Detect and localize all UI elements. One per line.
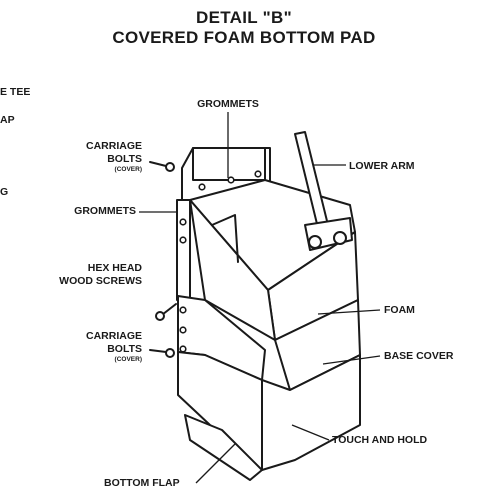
label-grommets-left: GROMMETS [74,205,136,217]
label-g-fragment: G [0,186,9,198]
foam-notch [211,214,239,263]
label-foam: FOAM [384,304,415,316]
carriage-bolt-bottom [165,348,175,358]
label-grommets-top: GROMMETS [197,98,259,110]
label-carriage-bolts-top: CARRIAGE BOLTS (COVER) [66,140,142,174]
back-board-face [192,147,266,181]
arm-pivot-right [333,231,347,245]
label-carriage-bolts-top-sub: (COVER) [114,166,142,173]
label-carriage-bolts-bottom-sub: (COVER) [114,356,142,363]
label-carriage-bolts-bottom: CARRIAGE BOLTS (COVER) [66,330,142,364]
label-tee-fragment: E TEE [0,86,31,98]
label-touch-and-hold: TOUCH AND HOLD [332,434,428,446]
label-bottom-flap: BOTTOM FLAP [104,477,180,489]
carriage-bolt-top [165,162,175,172]
label-base-cover: BASE COVER [384,350,454,362]
arm-pivot-left [308,235,322,249]
title-line-1: DETAIL "B" [196,8,292,27]
label-ap-fragment: AP [0,114,15,126]
bottom-flap [184,414,263,481]
label-hex-head-wood-screws: HEX HEAD WOOD SCREWS [59,262,142,287]
left-strip [176,199,191,301]
title-line-2: COVERED FOAM BOTTOM PAD [112,28,376,47]
label-lower-arm: LOWER ARM [349,160,415,172]
hex-screw [155,311,165,321]
